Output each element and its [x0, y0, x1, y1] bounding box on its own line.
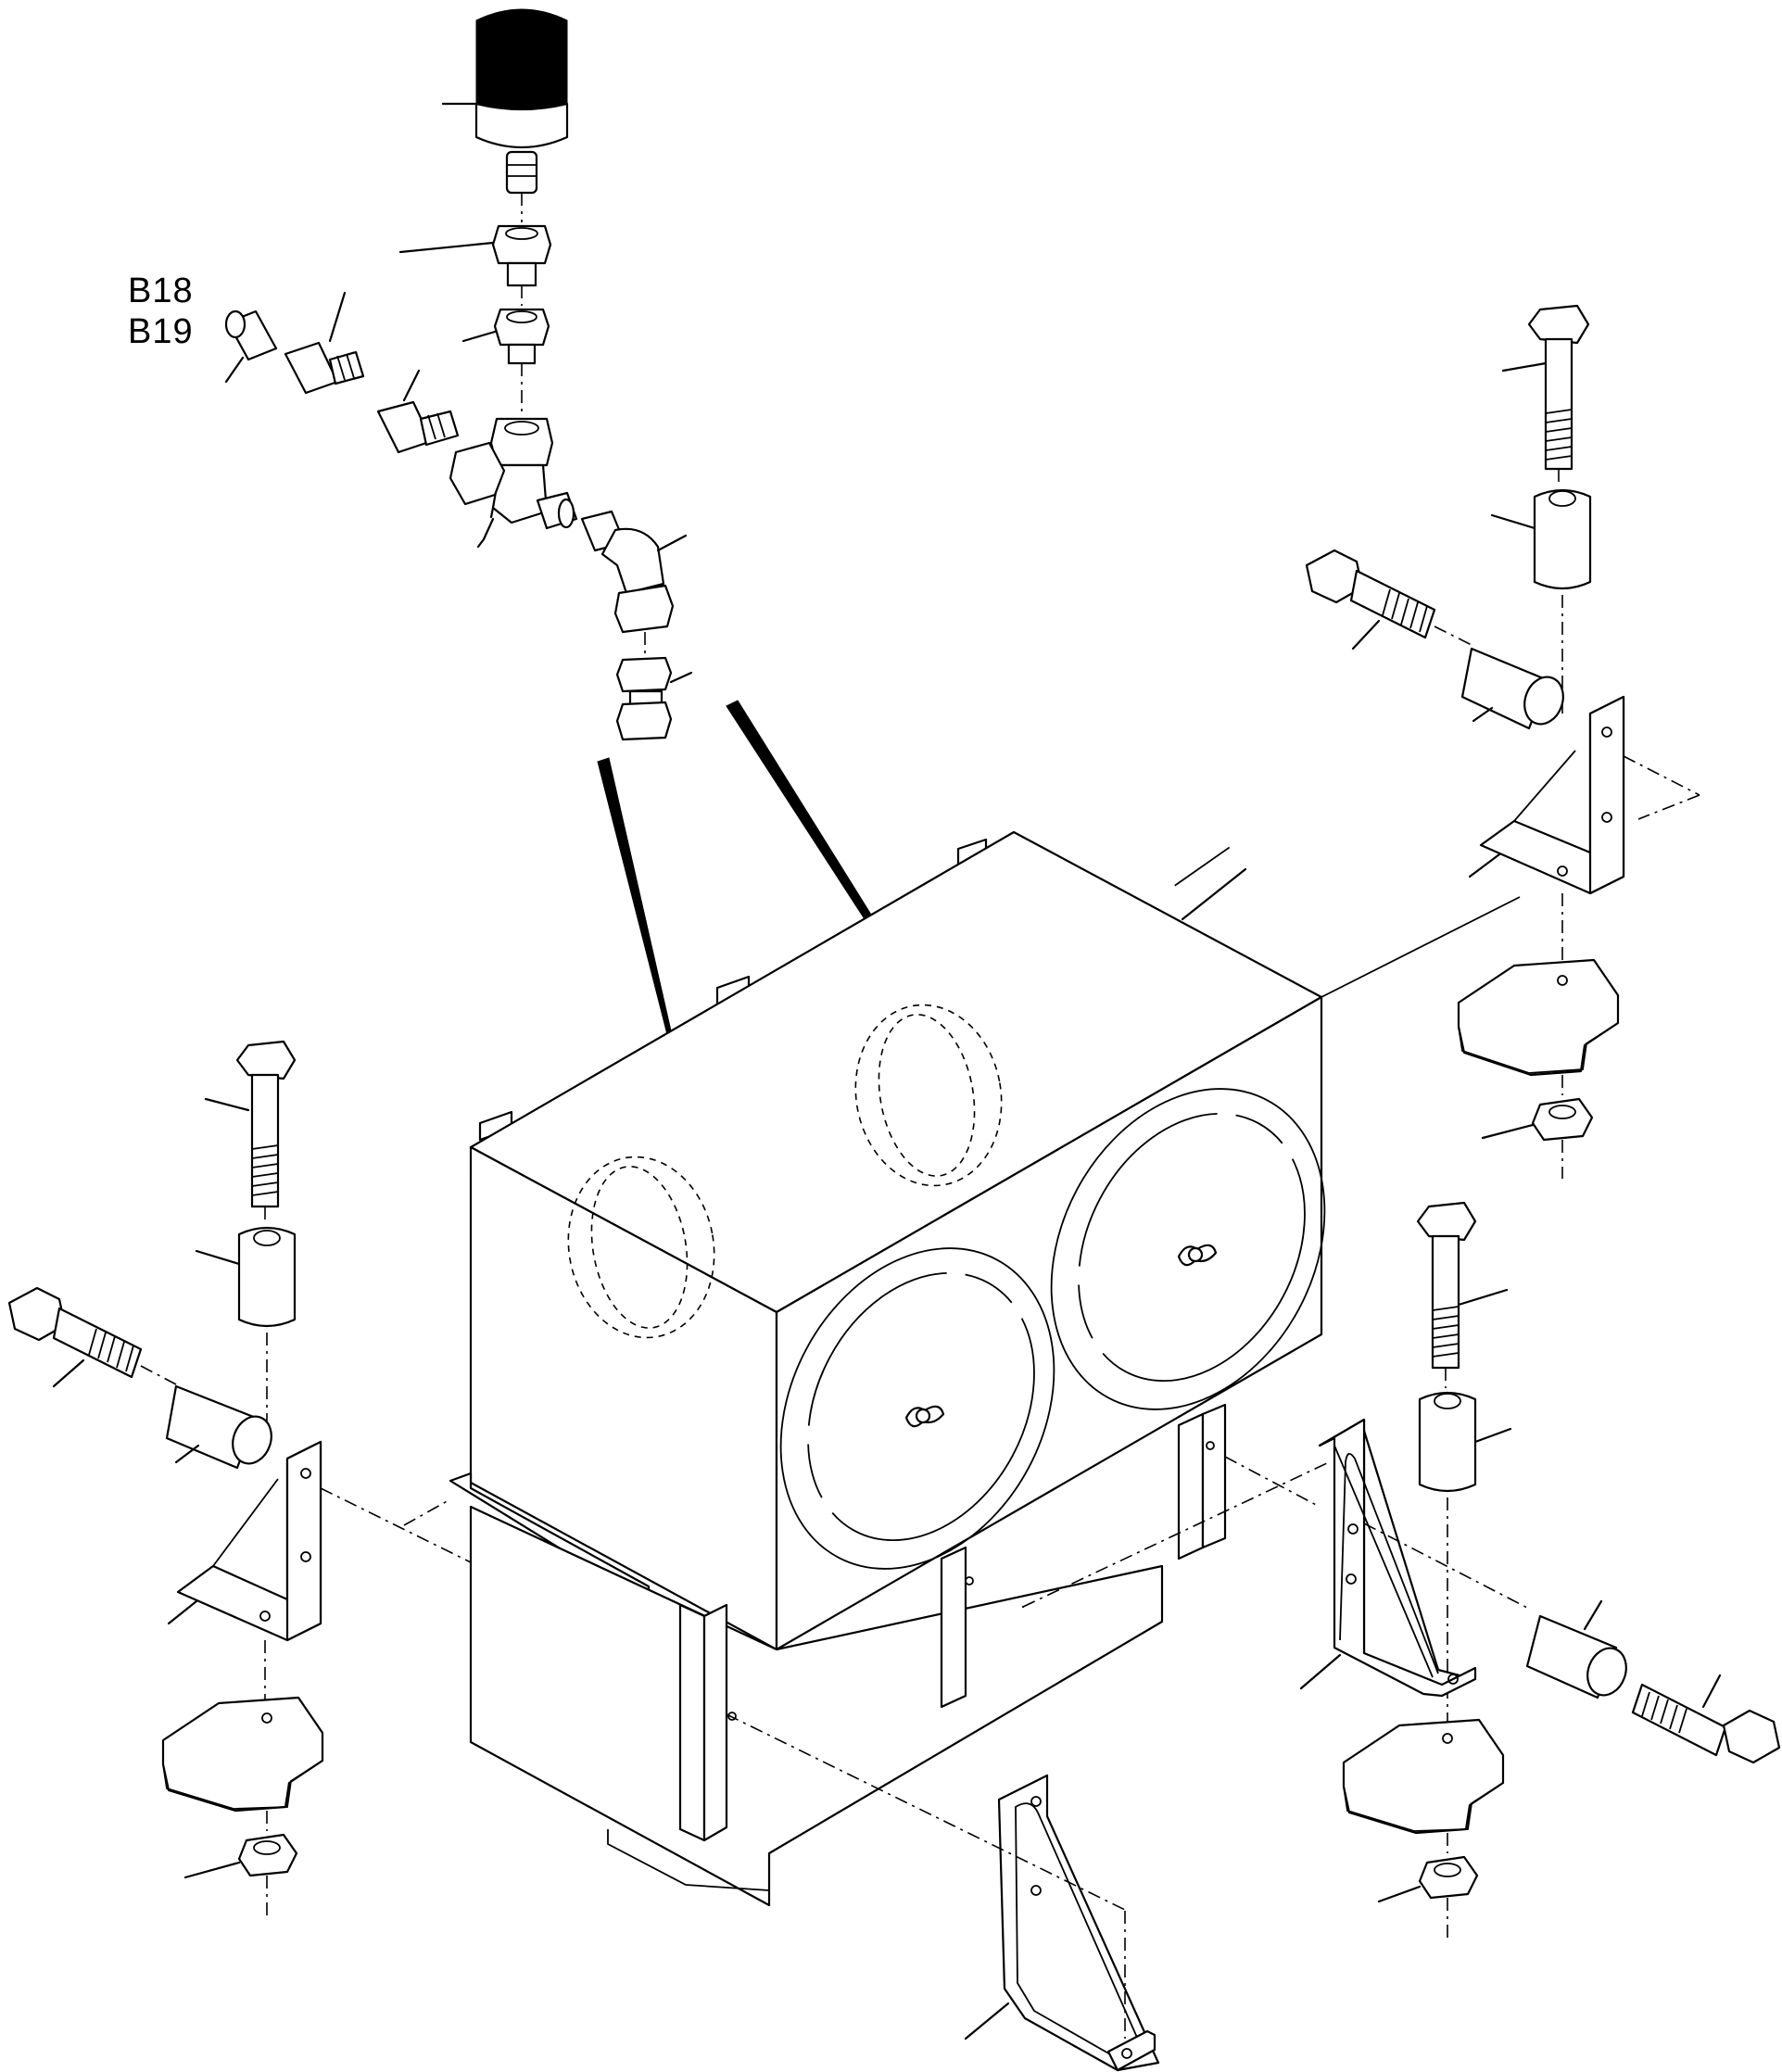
- hex-nut-upper: [398, 224, 552, 287]
- nut-br: [1377, 1855, 1479, 1903]
- branch-connector: [284, 291, 365, 395]
- bracket-br: [1299, 1418, 1477, 1698]
- nut-tr: [1481, 1097, 1594, 1142]
- damper-pad-br: [1342, 1718, 1505, 1835]
- main-housing-box: [449, 830, 1326, 1907]
- hex-nut-lower: [461, 308, 550, 365]
- box-lower-body: [469, 1505, 1164, 1907]
- bracket-l: [167, 1440, 322, 1642]
- spacer-horizontal-br: [1525, 1599, 1627, 1699]
- tee-fitting: [449, 417, 578, 549]
- bolt-vertical-tr: [1501, 304, 1590, 471]
- spacer-vertical-br: [1418, 1391, 1512, 1493]
- bolt-horizontal-br: [1631, 1674, 1781, 1764]
- bracket-bottom-center: [726, 1713, 1160, 2072]
- gauge-nipple: [505, 150, 538, 195]
- mount-set-top-right: [1305, 304, 1700, 1179]
- elbow-fitting: [580, 510, 688, 634]
- branch-plug: [224, 310, 278, 384]
- branch-nipple: [376, 369, 460, 454]
- ref-code-b18: B18: [128, 272, 194, 310]
- gauge-cap: [441, 8, 569, 149]
- filter-cover-right: [1050, 1088, 1326, 1410]
- union-fitting: [615, 656, 693, 741]
- spacer-vertical-tr: [1490, 488, 1592, 590]
- mount-set-bottom-right: [1022, 1201, 1781, 1940]
- bracket-tr: [1468, 695, 1625, 895]
- spacer-horizontal-l: [165, 1384, 272, 1470]
- bolt-vertical-l: [204, 1040, 297, 1208]
- leader-wedge-left: [597, 757, 676, 1050]
- spacer-horizontal-tr: [1460, 647, 1564, 730]
- damper-pad-l: [161, 1696, 324, 1813]
- bolt-vertical-br: [1416, 1201, 1509, 1370]
- box-right-face: [775, 995, 1323, 1651]
- bolt-horizontal-tr: [1305, 549, 1436, 651]
- spacer-vertical-l: [195, 1226, 297, 1328]
- filter-cover-left: [779, 1247, 1055, 1570]
- damper-pad-tr: [1457, 958, 1620, 1077]
- nut-l: [183, 1833, 298, 1879]
- bolt-horizontal-l: [7, 1286, 143, 1388]
- ref-code-b19: B19: [128, 312, 194, 351]
- gauge-fitting-assembly: [224, 8, 907, 1050]
- mount-set-left: [7, 1040, 472, 1918]
